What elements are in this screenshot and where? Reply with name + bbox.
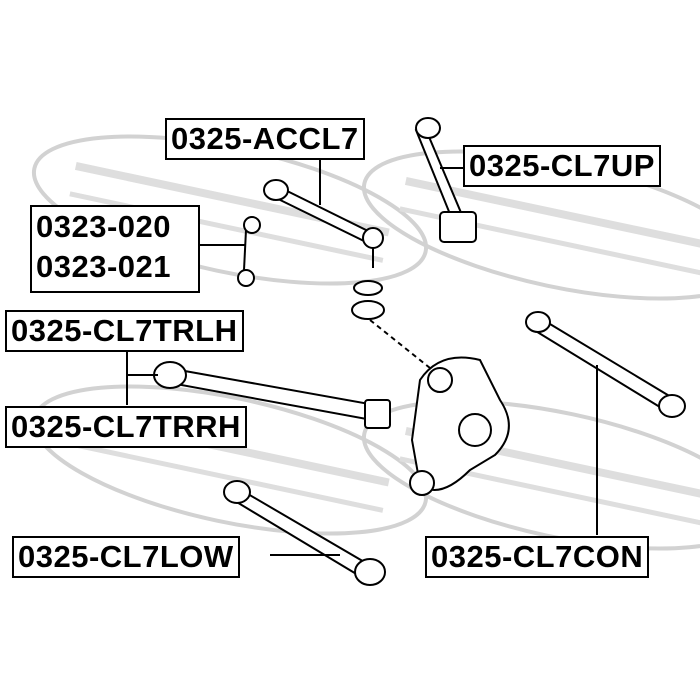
- part-label-0325-cl7trrh[interactable]: 0325-CL7TRRH: [5, 406, 247, 448]
- part-label-0325-accl7[interactable]: 0325-ACCL7: [165, 118, 365, 160]
- parts-art: [153, 117, 686, 586]
- part-label-0325-cl7up[interactable]: 0325-CL7UP: [463, 145, 661, 187]
- part-label-0323-020[interactable]: 0323-020: [36, 209, 172, 244]
- part-label-0325-cl7con[interactable]: 0325-CL7CON: [425, 536, 650, 578]
- part-label-0323-021[interactable]: 0323-021: [36, 249, 172, 284]
- leader-lines: [126, 160, 598, 556]
- part-label-0325-cl7low[interactable]: 0325-CL7LOW: [12, 536, 240, 578]
- part-label-0325-cl7trlh[interactable]: 0325-CL7TRLH: [5, 310, 244, 352]
- part-label-stabilizer-links: 0323-020 0323-021: [30, 205, 200, 293]
